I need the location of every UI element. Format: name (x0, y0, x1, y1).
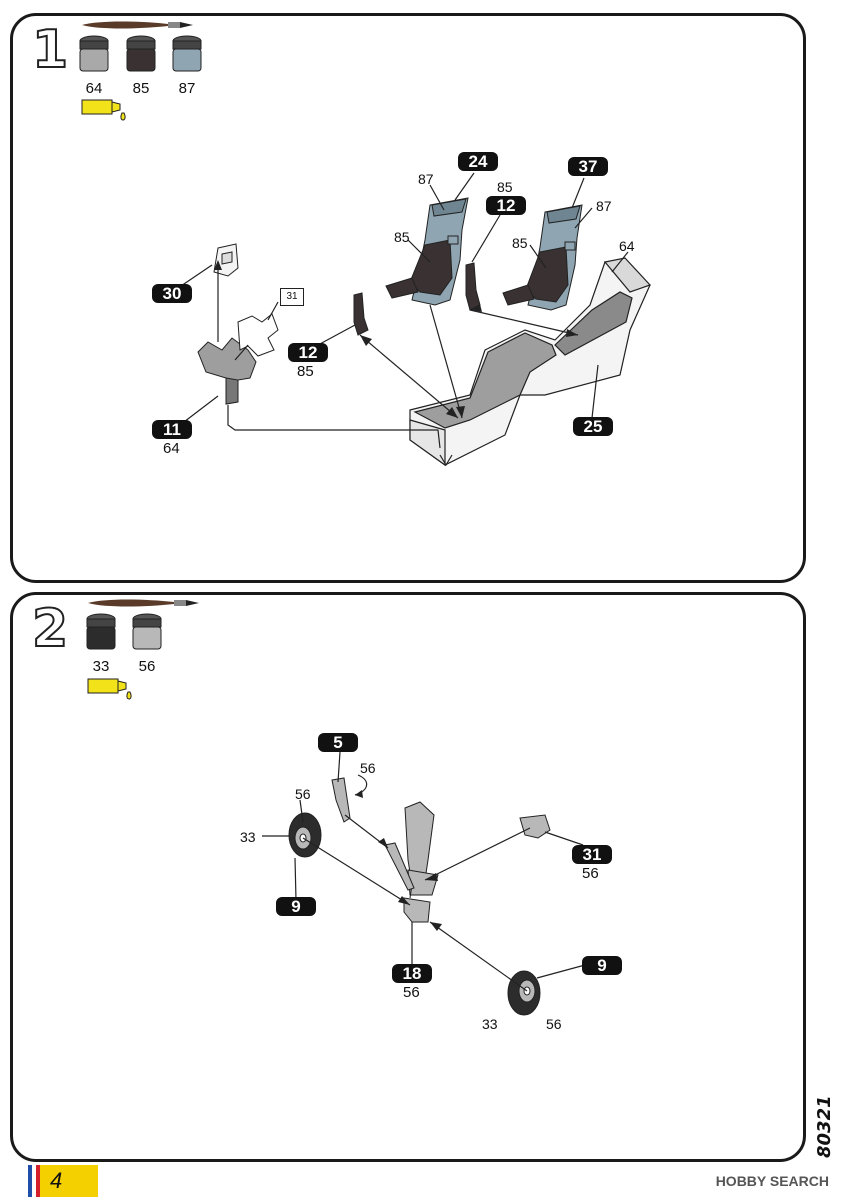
wheel-part (288, 812, 322, 858)
ejection-seat-part (385, 197, 469, 306)
step-1-panel (10, 13, 806, 583)
flag-stripe (28, 1165, 32, 1197)
paint-callout: 56 (582, 865, 599, 882)
paint-callout: 85 (512, 235, 528, 251)
paint-callout: 85 (394, 229, 410, 245)
flag-stripe (36, 1165, 40, 1197)
paint-callout: 87 (596, 198, 612, 214)
paint-callout: 87 (418, 171, 434, 187)
paint-pot-icon (172, 35, 202, 72)
paint-callout: 56 (546, 1016, 562, 1032)
paint-callout: 85 (297, 363, 314, 380)
part-number-label: 9 (276, 897, 316, 916)
step-1-assembly-diagram (177, 172, 652, 467)
page-number: 4 (40, 1165, 98, 1197)
paint-callout: 64 (619, 238, 635, 254)
paint-callout: 33 (482, 1016, 498, 1032)
part-number-label: 12 (486, 196, 526, 215)
paint-number: 33 (92, 658, 110, 675)
product-code: 80321 (814, 1095, 835, 1158)
part-number-label: 18 (392, 964, 432, 983)
paint-callout: 56 (295, 786, 311, 802)
paint-callout: 56 (360, 760, 376, 776)
gear-link-part (331, 777, 351, 823)
part-number-label: 12 (288, 343, 328, 362)
step-number: 2 (31, 599, 69, 659)
part-number-label: 9 (582, 956, 622, 975)
watermark: HOBBY SEARCH (715, 1173, 829, 1189)
paint-callout: 33 (240, 829, 256, 845)
paint-number: 64 (85, 80, 103, 97)
cockpit-tub-part (409, 257, 652, 467)
flag-stripe (33, 1165, 37, 1197)
paint-pot-icon (132, 613, 162, 650)
paint-number: 87 (178, 80, 196, 97)
paint-callout: 85 (497, 179, 513, 195)
part-number-label: 30 (152, 284, 192, 303)
step-number: 1 (31, 20, 69, 80)
part-number-label: 5 (318, 733, 358, 752)
part-number-label: 24 (458, 152, 498, 171)
paint-number: 56 (138, 658, 156, 675)
paint-pot-icon (126, 35, 156, 72)
paint-callout: 64 (163, 440, 180, 457)
bulkhead-part (197, 337, 257, 405)
wheel-part (507, 970, 541, 1016)
part-number-label: 37 (568, 157, 608, 176)
part-number-label: 11 (152, 420, 192, 439)
brush-icon (88, 599, 199, 607)
ejection-seat-part (502, 204, 583, 311)
glue-tube-icon (87, 678, 132, 700)
paint-pot-icon (86, 613, 116, 650)
gear-bracket-part (519, 814, 551, 839)
paint-number: 85 (132, 80, 150, 97)
glue-tube-icon (81, 99, 126, 121)
part-number-label: 25 (573, 417, 613, 436)
paint-callout: 56 (403, 984, 420, 1001)
control-stick-part (353, 262, 481, 336)
paint-pot-icon (79, 35, 109, 72)
landing-gear-strut-part (384, 801, 439, 923)
brush-icon (82, 21, 193, 29)
part-number-label: 31 (572, 845, 612, 864)
part-number-box: 31 (280, 288, 304, 306)
